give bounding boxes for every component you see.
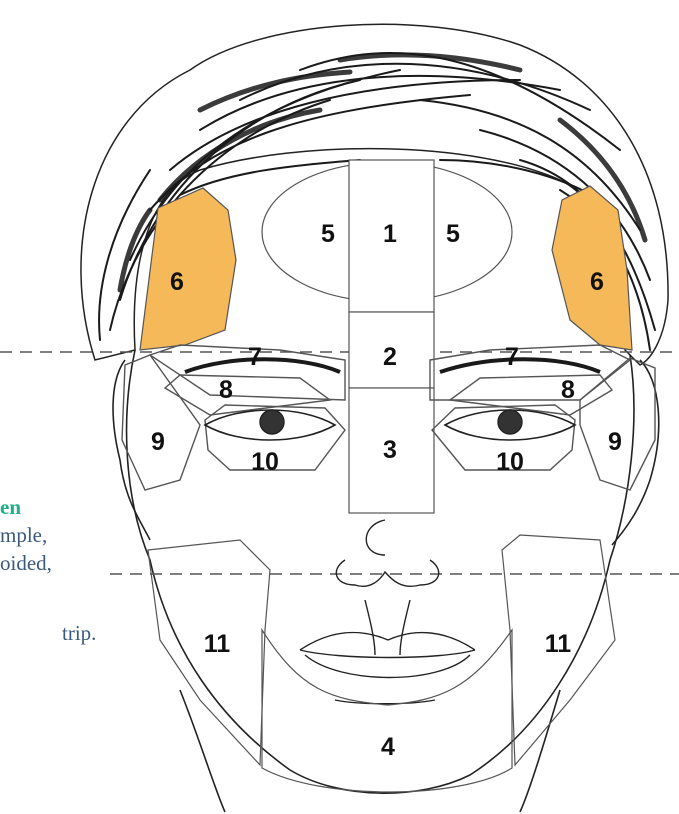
zone-1-label: 1 — [383, 220, 397, 248]
zone-9-left-label: 9 — [151, 428, 165, 456]
nose — [336, 520, 438, 655]
zone-4-label: 4 — [381, 733, 395, 761]
guide-lines — [0, 352, 679, 574]
eye-region-left — [122, 345, 345, 490]
zone-5-right-label: 5 — [446, 220, 460, 248]
zone-5-left-label: 5 — [321, 220, 335, 248]
zone-6-left-label: 6 — [170, 268, 184, 296]
eye-region-right — [430, 345, 655, 490]
zone-7-left-label: 7 — [248, 343, 262, 371]
zone-6-right-label: 6 — [590, 268, 604, 296]
zone-8-right-label: 8 — [561, 376, 575, 404]
zone-11-left-label: 11 — [204, 630, 231, 658]
zone-9-right-label: 9 — [608, 428, 622, 456]
zone-11-right-label: 11 — [545, 630, 572, 658]
zone-10-left-label: 10 — [251, 448, 279, 476]
zone-2-label: 2 — [383, 343, 397, 371]
mouth — [300, 633, 475, 704]
zone-10-right-label: 10 — [496, 448, 524, 476]
zone-7-right-label: 7 — [505, 343, 519, 371]
zone-8-left-label: 8 — [219, 376, 233, 404]
zone-3-label: 3 — [383, 436, 397, 464]
